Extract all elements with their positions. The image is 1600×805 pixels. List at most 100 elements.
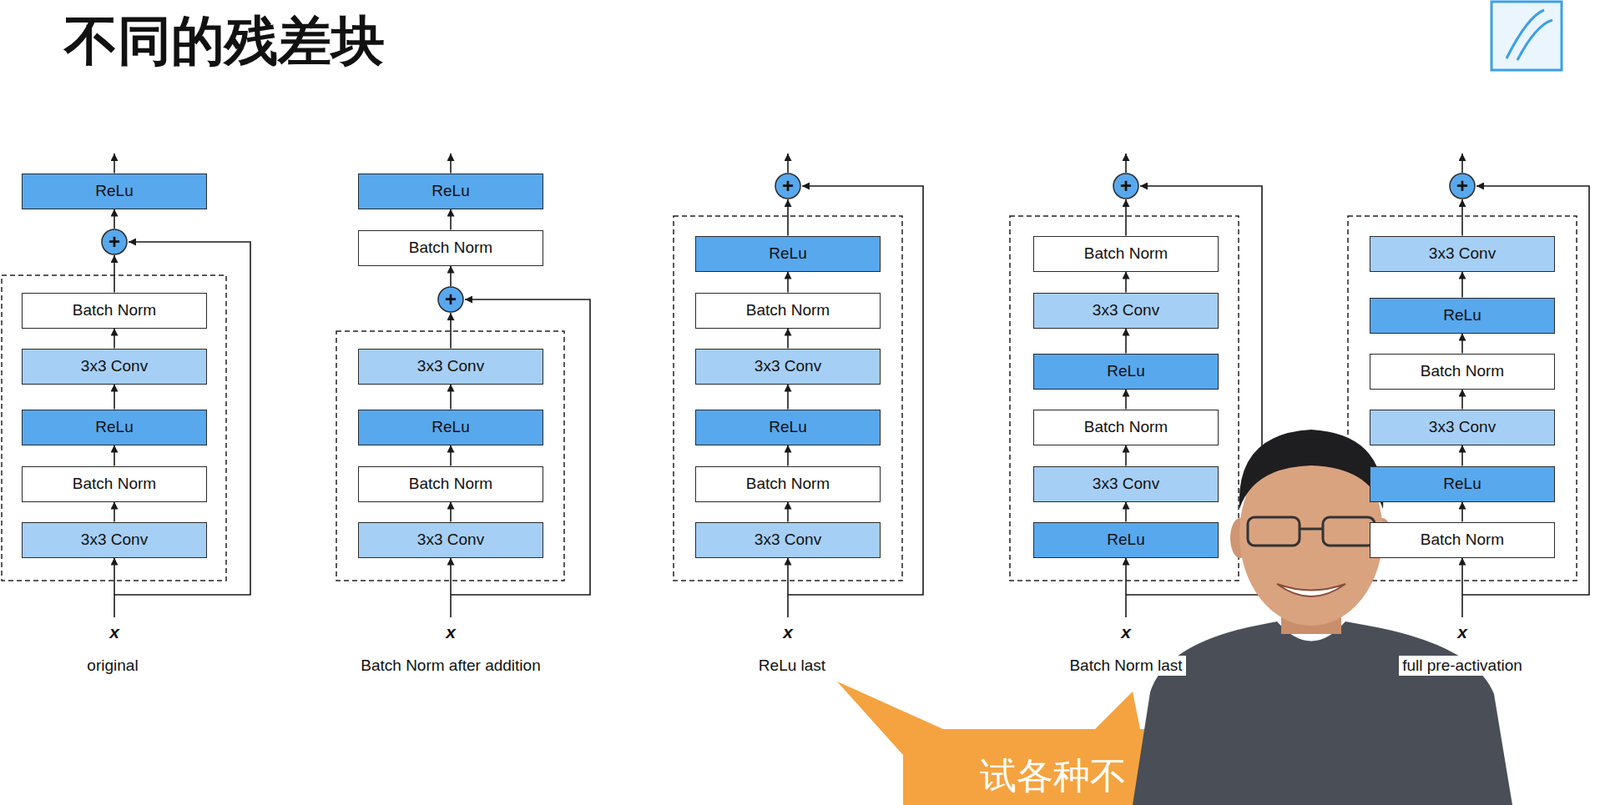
layer-label: Batch Norm	[72, 301, 157, 320]
batch-norm-box: Batch Norm	[21, 292, 207, 329]
conv-layer-box: 3x3 Conv	[1033, 292, 1219, 329]
output-arrow	[1125, 153, 1127, 173]
conv-layer-box: 3x3 Conv	[358, 522, 544, 559]
conv-layer-box: 3x3 Conv	[695, 522, 881, 559]
flow-arrow	[449, 312, 452, 349]
flow-arrow	[449, 445, 452, 467]
flow-arrow	[1125, 272, 1127, 293]
output-arrow	[1461, 153, 1464, 173]
block-boundary	[673, 216, 903, 581]
speech-bubble	[837, 681, 1164, 805]
layer-label: 3x3 Conv	[1428, 418, 1496, 437]
layer-label: ReLu	[95, 181, 133, 201]
input-variable: x	[1457, 622, 1468, 643]
flow-arrow	[1461, 272, 1464, 298]
input-arrow	[787, 558, 789, 619]
layer-label: ReLu	[431, 181, 470, 201]
flow-arrow	[449, 502, 452, 523]
batch-norm-box: Batch Norm	[1369, 522, 1555, 559]
flow-arrow	[449, 209, 452, 231]
variant-caption: Batch Norm after addition	[357, 656, 544, 677]
flow-arrow	[1461, 502, 1464, 523]
flow-arrow	[1125, 445, 1127, 467]
flow-arrow	[1125, 389, 1127, 410]
relu-box: ReLu	[358, 409, 544, 446]
batch-norm-box: Batch Norm	[358, 466, 544, 503]
layer-label: Batch Norm	[408, 238, 493, 258]
layer-label: Batch Norm	[1420, 362, 1505, 381]
circle-shape	[775, 173, 801, 199]
flow-arrow	[113, 384, 116, 410]
callout-text: 试各种不	[979, 754, 1127, 798]
layer-label: 3x3 Conv	[1092, 301, 1160, 320]
flow-arrow	[787, 445, 789, 467]
addition-circle: +	[100, 228, 128, 256]
conv-layer-box: 3x3 Conv	[1369, 409, 1555, 446]
layer-label: ReLu	[1106, 530, 1145, 550]
block-boundary	[336, 331, 565, 581]
relu-box: ReLu	[21, 409, 207, 446]
relu-box: ReLu	[1369, 297, 1555, 334]
flow-arrow	[1125, 199, 1127, 237]
layer-label: ReLu	[768, 244, 807, 263]
layer-label: 3x3 Conv	[417, 357, 485, 376]
layer-label: 3x3 Conv	[417, 530, 485, 550]
input-variable: x	[445, 622, 456, 643]
layer-label: +	[108, 228, 121, 256]
relu-box: ReLu	[1033, 522, 1219, 559]
batch-norm-box: Batch Norm	[695, 292, 881, 329]
logo-mark	[1506, 10, 1553, 61]
input-arrow	[113, 558, 116, 619]
layer-label: +	[1456, 172, 1469, 200]
input-arrow	[1461, 558, 1464, 619]
circle-shape	[101, 229, 127, 255]
flow-arrow	[787, 272, 789, 293]
conv-layer-box: 3x3 Conv	[21, 348, 207, 385]
layer-label: Batch Norm	[1084, 418, 1168, 437]
flow-arrow	[113, 209, 116, 230]
layer-label: Batch Norm	[408, 474, 493, 494]
variant-caption: original	[83, 656, 142, 677]
layer-label: ReLu	[95, 418, 133, 437]
batch-norm-box: Batch Norm	[1033, 236, 1219, 273]
layer-label: 3x3 Conv	[1092, 474, 1160, 494]
layer-label: Batch Norm	[746, 301, 830, 320]
flow-arrow	[113, 255, 116, 293]
circle-shape	[1449, 173, 1475, 199]
presenter-glasses	[1247, 517, 1300, 546]
presenter-glasses	[1299, 528, 1323, 531]
variant-caption: Batch Norm last	[1065, 656, 1186, 677]
circle-shape	[1113, 173, 1139, 199]
layer-label: ReLu	[1443, 474, 1481, 494]
output-arrow	[449, 153, 452, 174]
presenter-glasses	[1322, 517, 1375, 546]
layer-label: Batch Norm	[1084, 244, 1168, 263]
relu-box: ReLu	[21, 173, 207, 210]
input-variable: x	[782, 622, 793, 643]
layer-label: ReLu	[1106, 362, 1145, 381]
conv-layer-box: 3x3 Conv	[1033, 466, 1219, 503]
presenter-smile	[1276, 584, 1346, 597]
flow-arrow	[787, 502, 789, 523]
flow-arrow	[1461, 389, 1464, 410]
flow-arrow	[1461, 333, 1464, 354]
addition-circle: +	[1448, 172, 1476, 200]
addition-circle: +	[1112, 172, 1140, 200]
layer-label: Batch Norm	[1420, 530, 1505, 550]
layer-label: +	[782, 172, 794, 200]
circle-shape	[438, 287, 464, 313]
flow-arrow	[1461, 445, 1464, 467]
batch-norm-box: Batch Norm	[21, 466, 207, 503]
conv-layer-box: 3x3 Conv	[21, 522, 207, 559]
input-variable: x	[1120, 622, 1131, 643]
conv-layer-box: 3x3 Conv	[1369, 236, 1555, 273]
batch-norm-box: Batch Norm	[358, 230, 544, 267]
relu-box: ReLu	[358, 173, 544, 210]
batch-norm-box: Batch Norm	[1369, 353, 1555, 390]
flow-arrow	[1125, 502, 1127, 523]
layer-label: ReLu	[431, 418, 470, 437]
block-boundary	[1, 275, 227, 581]
flow-arrow	[113, 328, 116, 349]
flow-arrow	[1125, 328, 1127, 354]
